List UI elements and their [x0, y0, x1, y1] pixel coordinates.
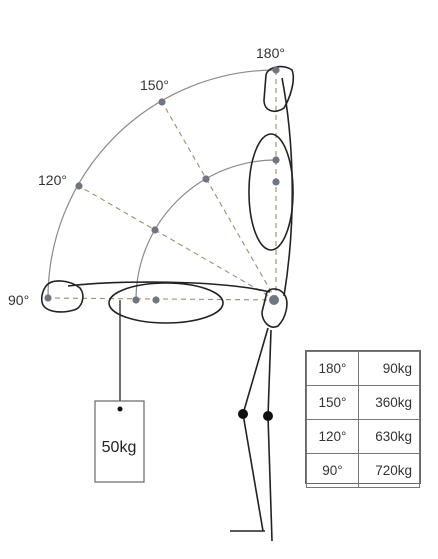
table-row: 90° 720kg [306, 453, 421, 488]
table-cell-force: 630kg [357, 419, 421, 454]
angle-force-table: 180° 90kg 150° 360kg 120° 630kg 90° 720k… [305, 350, 421, 488]
joint-dots [44, 66, 280, 305]
hand-180 [263, 65, 295, 113]
table-cell-angle: 150° [306, 385, 359, 420]
shoulder [261, 288, 288, 328]
weight-hook-dot [117, 406, 123, 412]
angle-label-180: 180° [256, 45, 285, 61]
angle-label-90: 90° [8, 292, 29, 308]
table-cell-angle: 180° [306, 351, 359, 386]
knee-right [263, 411, 273, 421]
table-cell-force: 90kg [357, 351, 421, 386]
table-row: 150° 360kg [306, 385, 421, 420]
radial-dashed-lines [47, 70, 277, 301]
angle-label-120: 120° [38, 172, 67, 188]
table-row: 180° 90kg [306, 351, 421, 386]
table-row: 120° 630kg [306, 419, 421, 454]
inner-arc [135, 159, 277, 301]
table-cell-angle: 90° [306, 453, 359, 488]
upper-arm-90 [108, 282, 224, 324]
weight-label: 50kg [102, 439, 137, 456]
upper-arm-180 [248, 133, 294, 251]
angle-label-150: 150° [140, 77, 169, 93]
outer-arc [47, 69, 277, 299]
legs [230, 327, 273, 542]
table-cell-force: 720kg [357, 453, 421, 488]
table-cell-angle: 120° [306, 419, 359, 454]
hand-90 [40, 280, 84, 313]
table-cell-force: 360kg [357, 385, 421, 420]
weight-box [94, 400, 145, 483]
torso-back-line [281, 77, 294, 297]
knee-left [238, 409, 248, 419]
